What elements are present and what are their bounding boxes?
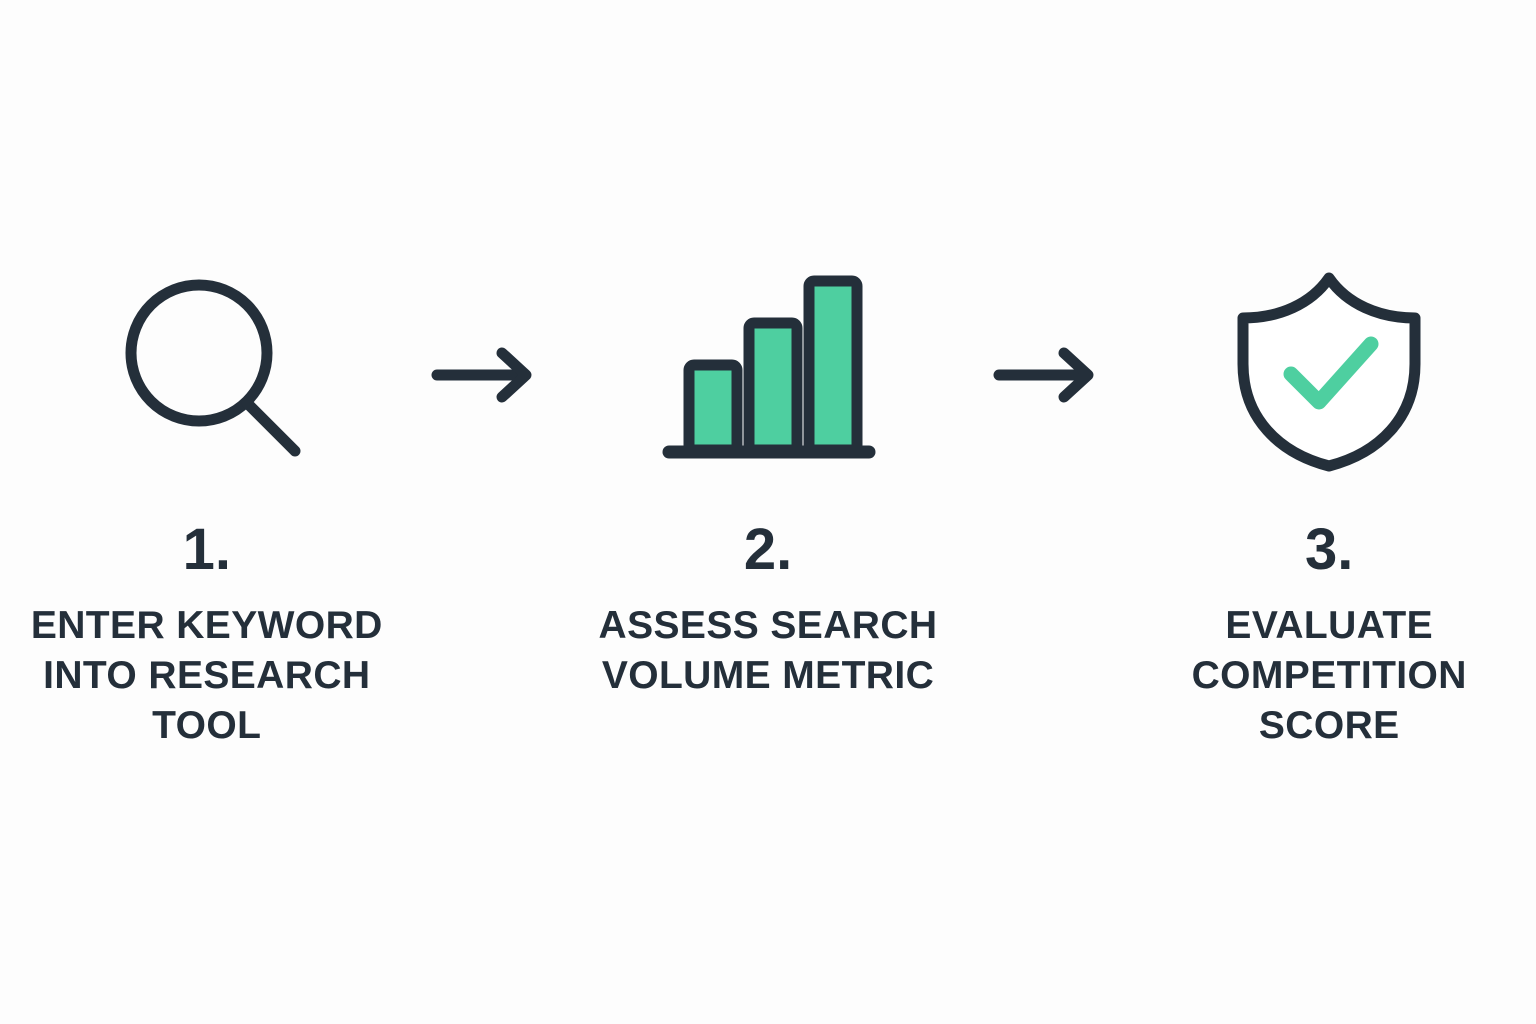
shield-check-icon xyxy=(1237,272,1421,471)
step-2-icon-slot xyxy=(561,0,975,485)
step-1-title-line-1: ENTER KEYWORD xyxy=(30,604,383,647)
step-1-icon-slot xyxy=(0,0,414,485)
step-2-title-line-2: VOLUME METRIC xyxy=(601,653,935,697)
step-2-title-line-1: ASSESS SEARCH xyxy=(598,604,938,647)
step-3: 3. EVALUATE COMPETITION SCORE xyxy=(1122,0,1536,751)
check-mark-icon xyxy=(1283,336,1379,409)
step-1-title: ENTER KEYWORD INTO RESEARCH TOOL xyxy=(31,601,383,751)
step-1-title-line-3: TOOL xyxy=(152,703,262,747)
step-1-number: 1. xyxy=(182,517,231,582)
step-3-icon-slot xyxy=(1122,0,1536,485)
arrow-right-icon xyxy=(993,347,1094,403)
step-3-number: 3. xyxy=(1305,517,1354,582)
step-1-title-line-2: INTO RESEARCH xyxy=(43,653,371,697)
magnifying-glass-icon xyxy=(125,279,301,457)
bar-chart-icon xyxy=(662,275,875,458)
step-2-number: 2. xyxy=(743,517,793,582)
connector-2-slot xyxy=(975,0,1123,405)
connector-1-slot xyxy=(414,0,562,405)
arrow-right-icon xyxy=(431,347,532,403)
step-3-title: EVALUATE COMPETITION SCORE xyxy=(1192,601,1467,751)
step-3-title-line-1: EVALUATE xyxy=(1225,604,1433,647)
step-2-title: ASSESS SEARCH VOLUME METRIC xyxy=(599,601,938,701)
step-1: 1. ENTER KEYWORD INTO RESEARCH TOOL xyxy=(0,0,414,751)
step-3-title-line-2: COMPETITION xyxy=(1191,653,1467,697)
step-3-title-line-3: SCORE xyxy=(1258,703,1400,747)
step-2: 2. ASSESS SEARCH VOLUME METRIC xyxy=(561,0,975,701)
